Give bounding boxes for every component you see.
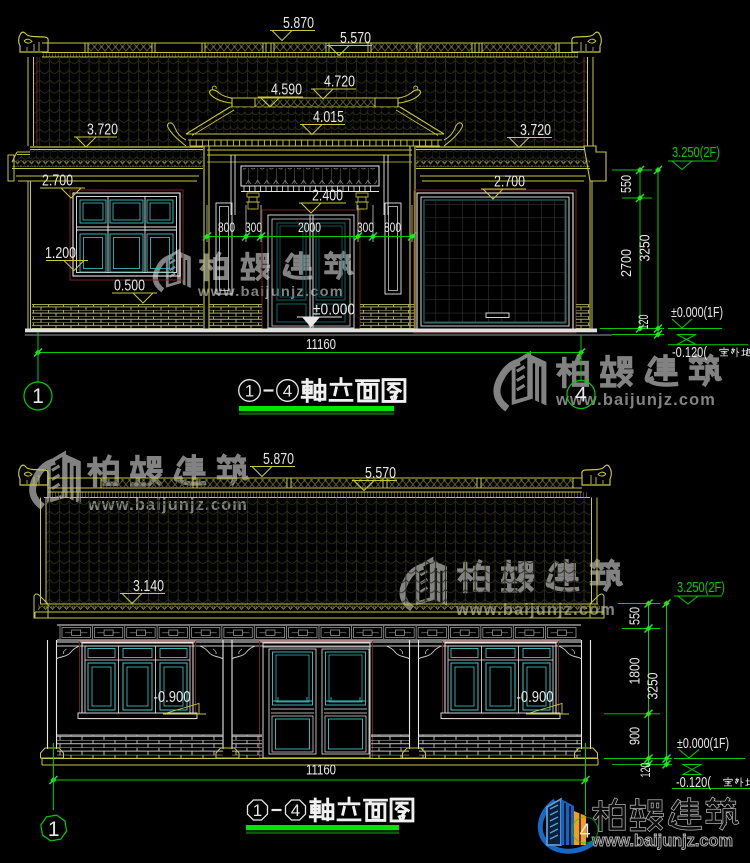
svg-text:±0.000(1F): ±0.000(1F)	[677, 735, 729, 752]
svg-text:2000: 2000	[298, 219, 321, 235]
svg-text:-0.120(: -0.120(	[676, 774, 711, 791]
svg-text:-0.900: -0.900	[154, 689, 191, 706]
svg-text:5.870: 5.870	[283, 15, 314, 32]
svg-text:4.720: 4.720	[324, 74, 355, 91]
svg-text:120: 120	[635, 314, 651, 329]
svg-text:4: 4	[283, 382, 292, 401]
svg-text:800: 800	[218, 219, 235, 235]
svg-text:1: 1	[48, 818, 60, 841]
svg-text:2.700: 2.700	[42, 173, 73, 190]
svg-text:550: 550	[618, 175, 635, 193]
svg-text:900: 900	[627, 727, 644, 745]
svg-text:4.590: 4.590	[271, 82, 302, 99]
svg-text:0.500: 0.500	[114, 278, 145, 295]
svg-text:3.720: 3.720	[87, 122, 118, 139]
svg-text:300: 300	[245, 219, 262, 235]
svg-text:120: 120	[637, 762, 653, 777]
svg-text:300: 300	[357, 219, 374, 235]
svg-text:5.870: 5.870	[263, 451, 294, 468]
svg-text:1800: 1800	[627, 658, 644, 685]
svg-text:5.570: 5.570	[340, 30, 371, 47]
svg-text:2700: 2700	[618, 249, 635, 277]
svg-text:5.570: 5.570	[365, 465, 396, 482]
svg-text:3.250(2F): 3.250(2F)	[677, 579, 725, 596]
svg-text:3.250(2F): 3.250(2F)	[672, 144, 720, 161]
svg-text:±0.000: ±0.000	[313, 302, 355, 319]
svg-text:www.baijunjz.com: www.baijunjz.com	[197, 283, 344, 299]
svg-text:4: 4	[575, 384, 587, 407]
svg-text:11160: 11160	[306, 763, 336, 779]
svg-text:2.400: 2.400	[312, 188, 343, 205]
svg-text:±0.000(1F): ±0.000(1F)	[671, 304, 723, 321]
svg-text:3250: 3250	[637, 235, 654, 262]
svg-text:4.015: 4.015	[313, 109, 344, 126]
svg-text:1: 1	[245, 382, 254, 401]
svg-text:1.200: 1.200	[45, 245, 76, 262]
svg-text:3.140: 3.140	[133, 578, 164, 595]
svg-text:3.720: 3.720	[520, 122, 551, 139]
svg-text:1: 1	[32, 385, 44, 408]
svg-text:550: 550	[627, 607, 644, 625]
svg-text:-0.120(: -0.120(	[672, 344, 707, 361]
svg-text:1: 1	[253, 801, 262, 820]
svg-text:11160: 11160	[306, 337, 336, 353]
svg-text:800: 800	[384, 219, 401, 235]
svg-text:3250: 3250	[645, 673, 662, 700]
svg-text:4: 4	[291, 801, 300, 820]
svg-text:2.700: 2.700	[494, 174, 525, 191]
svg-text:-0.900: -0.900	[517, 689, 554, 706]
svg-text:4: 4	[579, 821, 590, 843]
svg-text:www.baijunjz.com: www.baijunjz.com	[591, 832, 733, 850]
